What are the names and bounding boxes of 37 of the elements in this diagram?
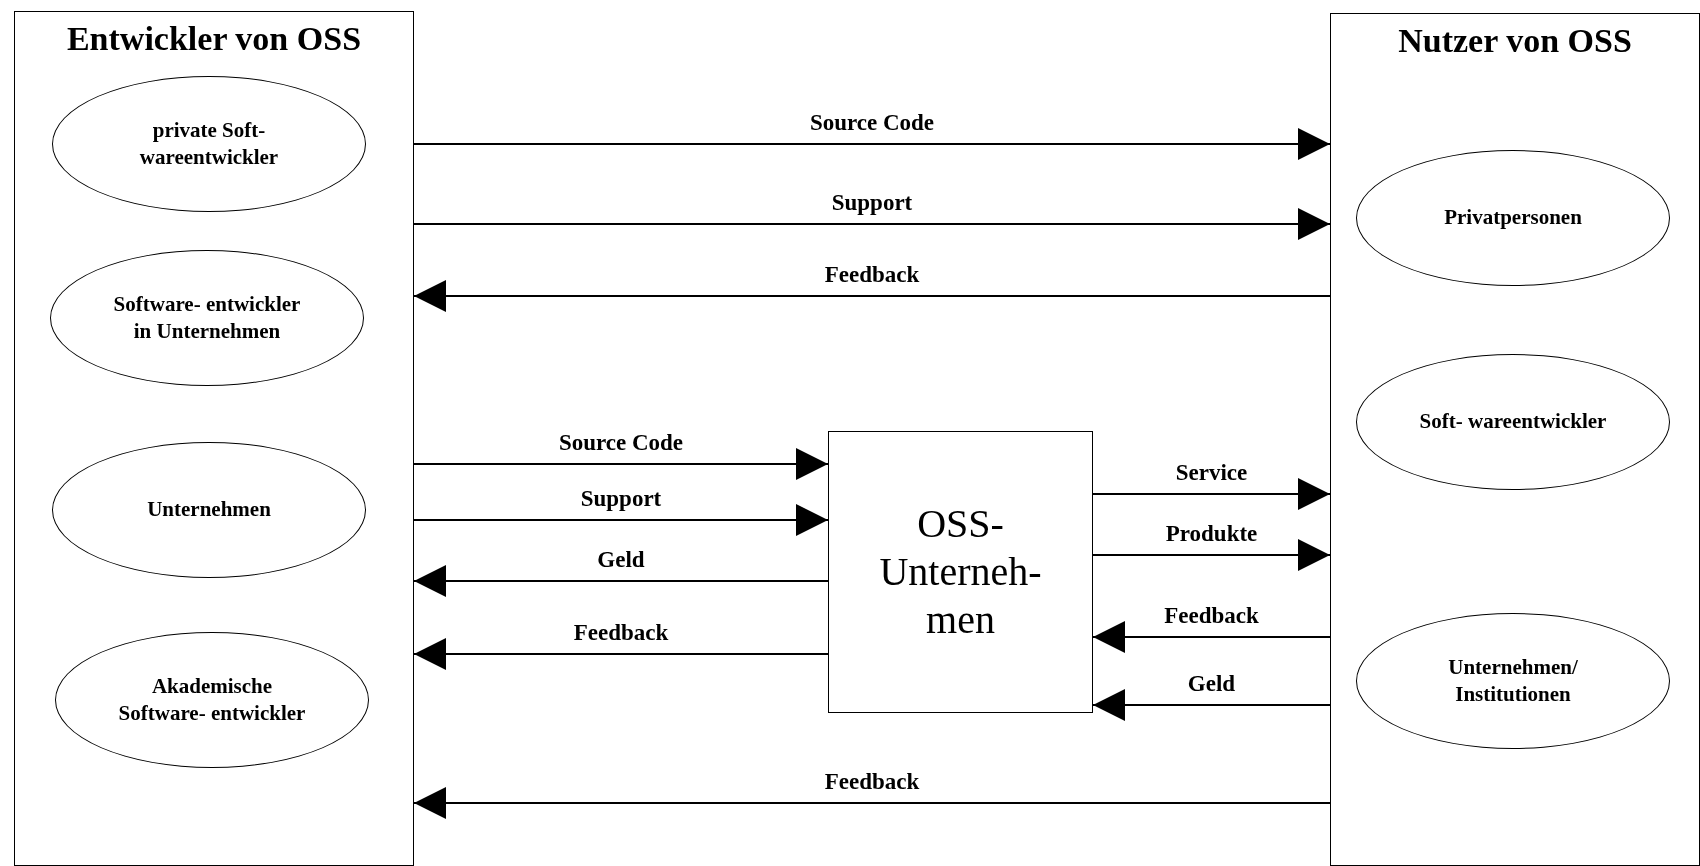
panel-title: Entwickler von OSS [65,20,363,58]
edge-label: Service [1175,460,1248,486]
arrow [413,787,1331,819]
arrow [413,638,829,670]
node-label: private Soft- wareentwickler [138,116,280,171]
edge-label: Produkte [1165,521,1258,547]
edge-label: Source Code [809,110,935,136]
arrow [413,448,829,480]
edge-label: Geld [1187,671,1236,697]
arrow [413,565,829,597]
edge-label: Feedback [824,262,920,288]
edge-label: Feedback [1164,603,1259,629]
arrow [1092,478,1331,510]
node-label: Privatpersonen [1443,204,1583,232]
arrow [413,280,1331,312]
edge-label: Support [831,190,913,216]
node-label: OSS- Unterneh- men [878,500,1043,644]
edge-label: Support [580,486,662,512]
node-label: Akademische Software- entwickler [117,672,307,727]
node-label: Unternehmen [146,496,272,524]
process-box [828,431,1093,713]
node-label: Software- entwickler in Unternehmen [112,290,302,345]
node-label: Unternehmen/ Institutionen [1447,653,1579,708]
edge-label: Geld [597,547,645,573]
node-label: Soft- wareentwickler [1418,408,1608,436]
group-panel [1330,13,1700,866]
edge-label: Feedback [824,769,920,795]
arrow [413,128,1331,160]
arrow [413,504,829,536]
group-panel [14,11,414,866]
arrow [1092,689,1331,721]
panel-title: Nutzer von OSS [1397,22,1633,60]
edge-label: Feedback [573,620,669,646]
arrow [1092,621,1331,653]
arrow [413,208,1331,240]
arrow [1092,539,1331,571]
edge-label: Source Code [558,430,684,456]
